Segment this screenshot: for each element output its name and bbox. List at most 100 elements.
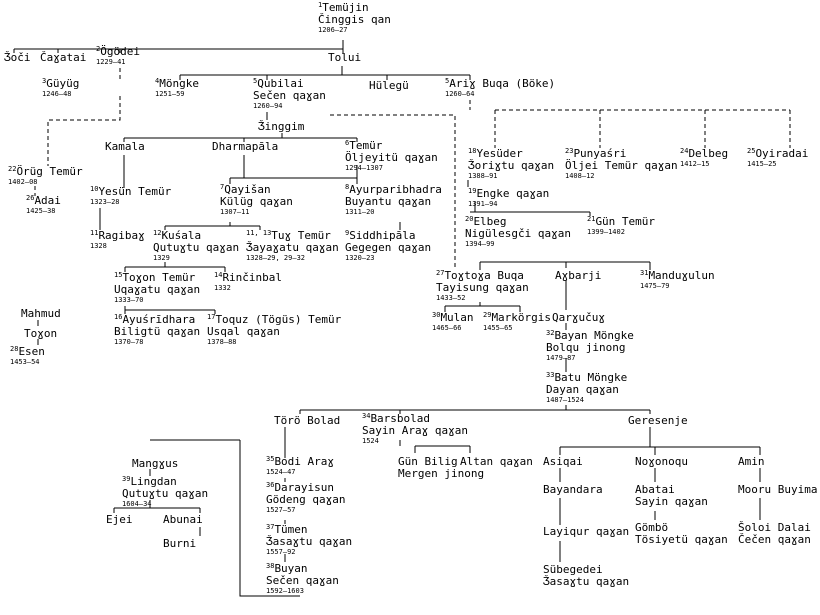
reign-dates: 1465–66 — [432, 324, 462, 332]
name-text: Mangɣus — [132, 457, 179, 470]
name-text: Adai — [34, 194, 61, 207]
node-name-line: Altan qaɣan — [460, 456, 533, 468]
reign-number: 5 — [253, 77, 258, 85]
node-name-line: Tolui — [328, 52, 361, 64]
name-text: Tösiyetü qaɣan — [635, 533, 728, 546]
node-dharmapala: Dharmapāla — [212, 141, 278, 153]
node-name-line: Ǯoči — [4, 52, 31, 64]
reign-dates: 1378–88 — [207, 338, 237, 346]
node-name-line: Uqaɣatu qaɣan — [114, 284, 200, 296]
reign-number: 14 — [214, 271, 223, 279]
node-abunai: Abunai — [163, 514, 203, 526]
reign-number: 9 — [345, 229, 350, 237]
name-text: Aɣbarji — [555, 269, 602, 282]
name-text: Mergen jinong — [398, 467, 485, 480]
name-text: Qayišan — [224, 183, 271, 196]
node-name-line: 38Buyan — [266, 563, 339, 575]
node-name-line: Gömbö — [635, 522, 728, 534]
node-burni: Burni — [163, 538, 196, 550]
node-name-line: Bayandara — [543, 484, 603, 496]
name-text: Ǯoriɣtu qaɣan — [468, 159, 555, 172]
name-text: Qutuɣtu qaɣan — [153, 241, 240, 254]
node-name-line: Činggis qan — [318, 14, 391, 26]
node-name-line: 24Delbeg — [680, 148, 728, 160]
name-text: Mahmud — [21, 307, 61, 320]
node-name-line: Gödeng qaɣan — [266, 494, 345, 506]
node-name-line: 37Tümen — [266, 524, 352, 536]
reign-dates: 1260–94 — [253, 102, 283, 110]
node-name-line: Noɣonoqu — [635, 456, 688, 468]
node-torobolad: Törö Bolad — [274, 415, 340, 427]
node-name-line: 2Ögödei — [96, 46, 140, 58]
name-text: Markörgis — [491, 311, 552, 324]
node-name-line: Toɣon — [24, 328, 57, 340]
node-agbarji: Aɣbarji — [555, 270, 601, 282]
reign-dates: 1394–99 — [465, 240, 495, 248]
reign-dates: 1229–41 — [96, 58, 126, 66]
name-text: Činggis qan — [318, 13, 391, 26]
node-name-line: Mergen jinong — [398, 468, 484, 480]
name-text: Noɣonoqu — [635, 455, 688, 468]
name-text: Ǯayaɣatu qaɣan — [246, 241, 339, 254]
reign-dates: 1557–92 — [266, 548, 296, 556]
node-name-line: Ejei — [106, 514, 133, 526]
name-text: Ejei — [106, 513, 133, 526]
node-mooru: Mooru Buyima — [738, 484, 817, 496]
name-text: Gödeng qaɣan — [266, 493, 346, 506]
node-name-line: Öljeyitü qaɣan — [345, 152, 438, 164]
node-qarguucug: Qarɣučuɣ — [552, 312, 605, 324]
name-text: Usqal qaɣan — [207, 325, 280, 338]
node-name-line: 5Ariɣ Buqa (Böke) — [445, 78, 555, 90]
node-name-line: 14Rinčinbal — [214, 272, 282, 284]
name-text: Öljei Temür qaɣan — [565, 159, 678, 172]
name-text: Dharmapāla — [212, 140, 279, 153]
name-text: Temüjin — [322, 1, 369, 14]
node-name-line: 26Adai — [26, 195, 61, 207]
node-name-line: Külüg qaɣan — [220, 196, 293, 208]
name-text: Asiqai — [543, 455, 583, 468]
reign-number: 24 — [680, 147, 689, 155]
reign-number: 16 — [114, 313, 123, 321]
reign-number: 11, 13 — [246, 229, 272, 237]
node-name-line: Bolqu jinong — [546, 342, 634, 354]
node-name-line: 11, 13Tuɣ Temür — [246, 230, 339, 242]
reign-dates: 1246–48 — [42, 90, 72, 98]
name-text: Hülegü — [369, 79, 409, 92]
node-name-line: 39Lingdan — [122, 476, 208, 488]
reign-dates: 1328–29, 29–32 — [246, 254, 306, 262]
reign-number: 26 — [26, 194, 35, 202]
reign-dates: 1408–12 — [565, 172, 595, 180]
name-text: Örüg Temür — [16, 165, 83, 178]
node-name-line: Čečen qaɣan — [738, 534, 811, 546]
reign-number: 39 — [122, 475, 131, 483]
name-text: Oyiradai — [755, 147, 809, 160]
name-text: Lingdan — [130, 475, 177, 488]
node-name-line: Amin — [738, 456, 765, 468]
name-text: Kuśala — [161, 229, 202, 242]
name-text: Toɣtoɣa Buqa — [444, 269, 524, 282]
name-text: Ögödei — [100, 45, 140, 58]
name-text: Biligtü qaɣan — [114, 325, 201, 338]
reign-dates: 1370–78 — [114, 338, 144, 346]
name-text: Layiqur qaɣan — [543, 525, 630, 538]
node-name-line: Abunai — [163, 514, 203, 526]
name-text: Abunai — [163, 513, 203, 526]
name-text: Qubilai — [257, 77, 304, 90]
node-name-line: 5Qubilai — [253, 78, 326, 90]
reign-dates: 1206–27 — [318, 26, 348, 34]
